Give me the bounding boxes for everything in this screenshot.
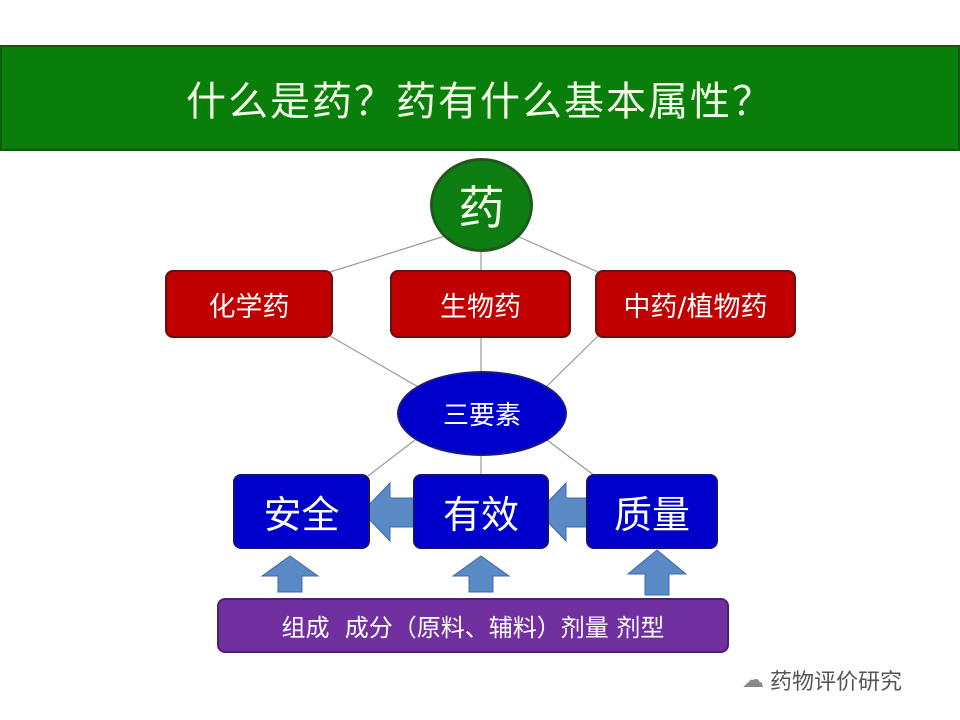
three-elements-node: 三要素 (397, 371, 567, 456)
category-biological: 生物药 (390, 270, 571, 338)
watermark-text: 药物评价研究 (770, 670, 903, 695)
connector-line (329, 235, 446, 273)
left-arrow-icon (537, 481, 589, 543)
up-arrow-icon (260, 555, 320, 593)
element-quality: 质量 (586, 474, 718, 549)
connector-line (329, 335, 421, 389)
element-efficacy: 有效 (413, 474, 549, 549)
connector-line (516, 235, 599, 273)
connector-line (546, 439, 596, 477)
category-tcm-botanical: 中药/植物药 (595, 270, 796, 338)
composition-bar: 组成 成分（原料、辅料）剂量 剂型 (217, 598, 729, 653)
wechat-icon: ☁ (742, 667, 764, 693)
connector-line (367, 439, 416, 477)
connector-line (544, 335, 599, 389)
up-arrow-icon (626, 549, 688, 596)
root-node-drug: 药 (430, 158, 533, 252)
watermark: ☁ 药物评价研究 (742, 662, 902, 698)
title-banner: 什么是药？药有什么基本属性？ (0, 45, 960, 151)
category-chemical: 化学药 (165, 270, 333, 338)
element-safety: 安全 (233, 474, 370, 549)
left-arrow-icon (361, 481, 416, 543)
up-arrow-icon (451, 555, 511, 593)
